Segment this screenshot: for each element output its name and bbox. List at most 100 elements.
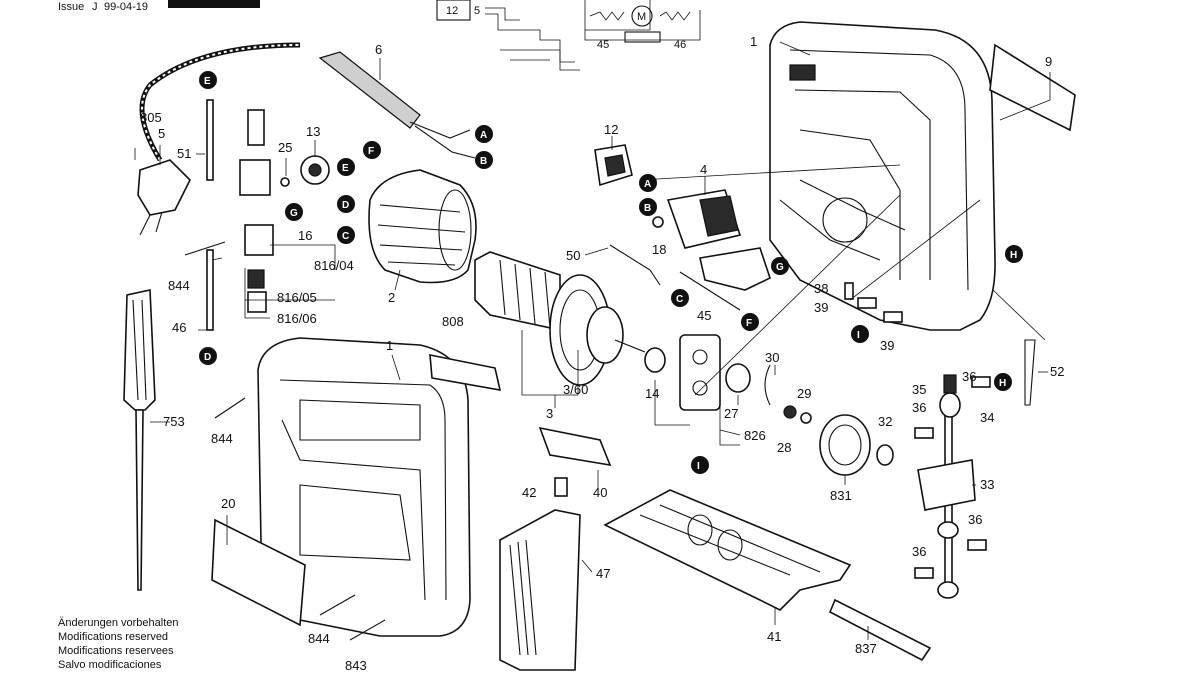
callout-g-brush: G: [285, 203, 303, 221]
part-label-42: 42: [522, 485, 536, 500]
leader-to-housing: [849, 199, 981, 301]
base-plate-assembly: [499, 426, 932, 671]
part-label-16: 16: [298, 228, 312, 243]
hex-key-52: [1024, 339, 1036, 406]
brush-holder-top: [247, 109, 265, 146]
part-label-47: 47: [596, 566, 610, 581]
nut-28: [783, 405, 797, 419]
footer-note-english: Modifications reserved: [58, 631, 168, 643]
svg-text:B: B: [480, 156, 487, 167]
switch-trigger: [699, 247, 771, 291]
callout-c-switch: C: [671, 289, 689, 307]
callout-h-plunger: H: [994, 373, 1012, 391]
leader-816-group: [244, 268, 335, 319]
armature-hub: [586, 306, 624, 364]
svg-text:E: E: [342, 163, 349, 174]
field-coil-bore: [438, 189, 472, 271]
screwdriver-grip-lines: [132, 299, 147, 401]
pin-46: [206, 249, 214, 331]
armature-shaft: [614, 339, 646, 353]
plunger-foot: [937, 581, 959, 599]
svg-text:G: G: [776, 262, 784, 273]
issue-label: Issue: [58, 1, 84, 13]
part-label-808: 808: [442, 314, 464, 329]
cover-47: [499, 509, 581, 671]
schematic-wires-lower: [500, 49, 575, 63]
part-label-844-a: 844: [168, 278, 190, 293]
bearing-block: [679, 334, 721, 411]
svg-text:I: I: [857, 330, 860, 341]
callout-b-cord: B: [475, 151, 493, 169]
base-plate-grooves: [639, 504, 821, 576]
part-label-36-a: 36: [962, 369, 976, 384]
part-label-30: 30: [765, 350, 779, 365]
sleeve-body: [318, 51, 421, 129]
brush-holder-assembly: [184, 99, 330, 331]
screw-844-top: [184, 241, 226, 256]
part-label-844-c: 844: [308, 631, 330, 646]
schematic-coil-left: [589, 11, 625, 21]
part-label-35: 35: [912, 382, 926, 397]
leader-1b: [391, 354, 401, 381]
part-label-6: 6: [375, 42, 382, 57]
part-label-1-right: 1: [750, 34, 757, 49]
cable-sleeve: [318, 51, 476, 159]
part-label-28: 28: [777, 440, 791, 455]
svg-text:I: I: [697, 461, 700, 472]
power-cord: [137, 42, 301, 236]
svg-text:F: F: [368, 146, 374, 157]
schematic-box: [436, 0, 471, 21]
bearing-13-inner: [308, 163, 322, 177]
switch-body-4-contacts: [699, 195, 739, 237]
svg-text:A: A: [644, 179, 651, 190]
leader-1a: [779, 41, 811, 56]
letter-callouts: A A B B C C D D E E F F G G H H I I: [199, 71, 1023, 474]
schematic-wires-left: [485, 7, 580, 71]
bearing-14: [644, 347, 666, 373]
screwdriver: [123, 289, 156, 591]
part-label-844-b: 844: [211, 431, 233, 446]
cord-cable: [139, 42, 301, 162]
part-label-40: 40: [593, 485, 607, 500]
wire-link-45: [679, 271, 741, 311]
cord-cable-texture: [141, 44, 301, 161]
part-label-46: 46: [172, 320, 186, 335]
leader-16: [270, 244, 336, 270]
wire-link-50: [609, 244, 661, 286]
part-label-826: 826: [744, 428, 766, 443]
part-label-32: 32: [878, 414, 892, 429]
schematic-label-46: 46: [674, 39, 686, 51]
callout-e-pin: E: [199, 71, 217, 89]
housing-right-boss: [822, 197, 868, 243]
housing-right-ribs: [789, 49, 969, 291]
washer-29: [800, 412, 812, 424]
field-coil-windings: [377, 204, 466, 266]
screwdriver-shaft: [135, 409, 144, 591]
bearing-block-hole-bottom: [692, 380, 708, 396]
pin-38: [844, 282, 854, 300]
part-label-1-left: 1: [386, 338, 393, 353]
label-plate-9: [989, 43, 1076, 132]
sleeve-wires: [409, 121, 476, 159]
housing-left-handle-slot: [299, 399, 421, 441]
part-label-41: 41: [767, 629, 781, 644]
cover-47-ribs: [509, 539, 537, 656]
armature-segments: [499, 259, 551, 329]
label-plate-808: [429, 354, 502, 391]
bearing-block-hole-top: [692, 349, 708, 365]
footer-note-german: Änderungen vorbehalten: [58, 617, 178, 629]
leader-52-line: [992, 289, 1046, 341]
screw-42: [554, 477, 568, 497]
part-label-36-d: 36: [912, 544, 926, 559]
base-plate-hole-b: [717, 529, 743, 561]
plunger-assembly: [914, 374, 991, 599]
plug-body: [137, 159, 191, 216]
part-label-39-a: 39: [814, 300, 828, 315]
leader-g-line: [639, 164, 901, 181]
part-label-29: 29: [797, 386, 811, 401]
svg-text:H: H: [999, 378, 1006, 389]
leader-lines: [134, 41, 1051, 640]
base-plate-hole-a: [687, 514, 713, 546]
schematic-wires-right: [584, 0, 701, 41]
